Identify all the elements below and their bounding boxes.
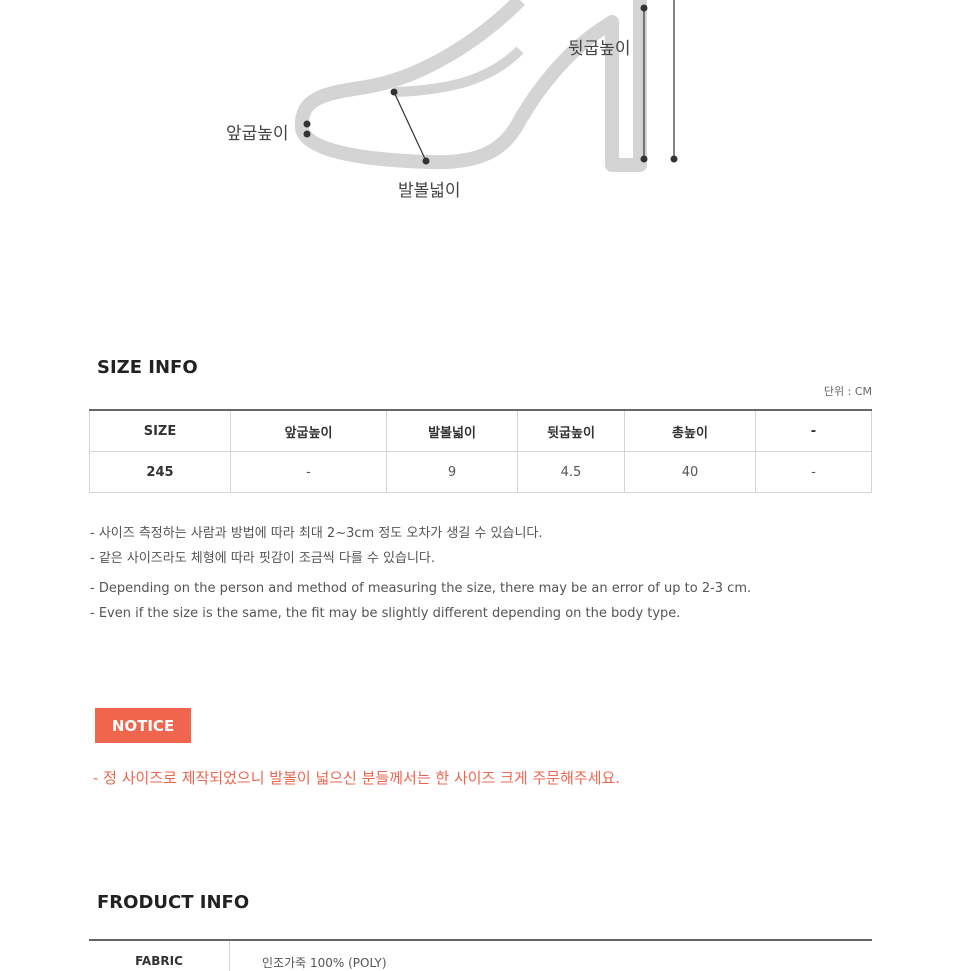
notice-text: - 정 사이즈로 제작되었으니 발볼이 넓으신 분들께서는 한 사이즈 크게 주… — [93, 769, 621, 787]
cell-extra: - — [755, 451, 872, 493]
english-notes: - Depending on the person and method of … — [90, 576, 751, 626]
front-height-label: 앞굽높이 — [226, 124, 289, 144]
col-header-ball-width: 발볼넓이 — [386, 409, 518, 452]
product-info-value: 인조가죽 100% (POLY) — [262, 956, 387, 970]
unit-label: 단위 : CM — [823, 385, 872, 398]
cell-ball-width: 9 — [386, 451, 518, 493]
col-header-size: SIZE — [89, 409, 231, 452]
product-info-title: FRODUCT INFO — [97, 892, 250, 913]
korean-notes: - 사이즈 측정하는 사람과 방법에 따라 최대 2~3cm 정도 오차가 생길… — [90, 521, 543, 571]
col-header-total-height: 총높이 — [624, 409, 756, 452]
product-info-key: FABRIC — [89, 941, 230, 971]
cell-heel-height: 4.5 — [517, 451, 625, 493]
cell-front-height: - — [230, 451, 387, 493]
table-row: 245 - 9 4.5 40 - — [89, 451, 872, 493]
notice-badge: NOTICE — [95, 708, 191, 743]
note-line: - Depending on the person and method of … — [90, 581, 752, 596]
cell-size: 245 — [89, 451, 231, 493]
size-table-header-row: SIZE 앞굽높이 발볼넓이 뒷굽높이 총높이 - — [89, 409, 872, 452]
heel-height-label: 뒷굽높이 — [568, 39, 631, 59]
size-table: SIZE 앞굽높이 발볼넓이 뒷굽높이 총높이 - 245 - 9 4.5 40… — [89, 409, 872, 493]
col-header-extra: - — [755, 409, 872, 452]
shoe-outline-graphic — [294, 0, 678, 172]
size-info-title: SIZE INFO — [97, 357, 198, 378]
ball-width-label: 발볼넓이 — [398, 181, 461, 201]
col-header-front-height: 앞굽높이 — [230, 409, 387, 452]
note-line: - 같은 사이즈라도 체형에 따라 핏감이 조금씩 다를 수 있습니다. — [90, 551, 436, 566]
note-line: - 사이즈 측정하는 사람과 방법에 따라 최대 2~3cm 정도 오차가 생길… — [90, 526, 543, 541]
note-line: - Even if the size is the same, the fit … — [90, 606, 681, 621]
product-info-table: FABRIC 인조가죽 100% (POLY) — [89, 939, 872, 971]
cell-total-height: 40 — [624, 451, 756, 493]
shoe-measurement-diagram: 앞굽높이 발볼넓이 뒷굽높이 — [0, 0, 962, 240]
col-header-heel-height: 뒷굽높이 — [517, 409, 625, 452]
